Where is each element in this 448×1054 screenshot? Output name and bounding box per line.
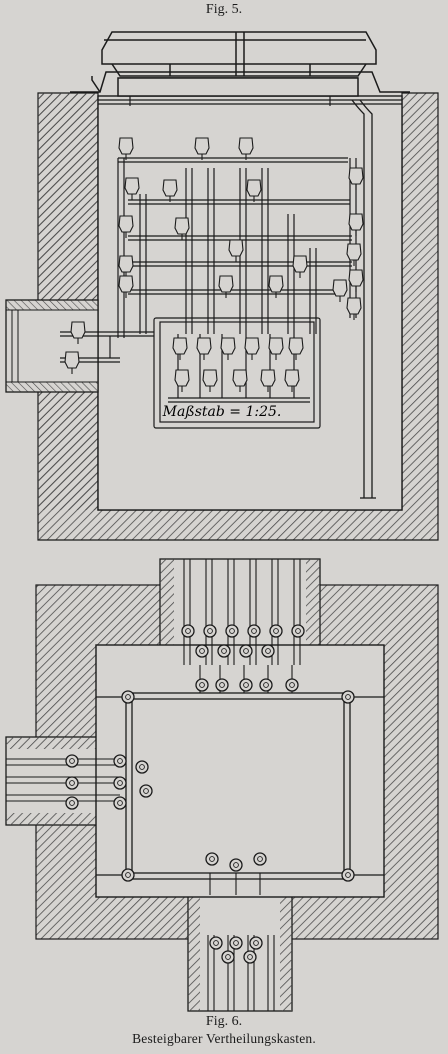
insulator-icon — [118, 215, 134, 238]
insulator-icon — [202, 369, 218, 392]
insulator-plan-group — [65, 624, 355, 964]
cable-duct-bottom — [187, 894, 293, 1012]
insulator-icon — [162, 179, 178, 202]
insulator-group — [64, 137, 364, 392]
insulator-plan-icon — [113, 754, 127, 768]
insulator-plan-icon — [113, 776, 127, 790]
insulator-plan-icon — [341, 868, 355, 882]
distribution-cables — [60, 157, 357, 429]
figure-5-caption: Fig. 5. — [205, 2, 243, 17]
insulator-plan-icon — [259, 678, 273, 692]
insulator-icon — [268, 275, 284, 298]
insulator-icon — [228, 239, 244, 262]
cable-duct-icon — [5, 299, 99, 393]
insulator-plan-icon — [239, 678, 253, 692]
insulator-icon — [260, 369, 276, 392]
insulator-icon — [268, 337, 284, 360]
insulator-plan-icon — [121, 690, 135, 704]
insulator-plan-icon — [195, 644, 209, 658]
insulator-plan-icon — [195, 678, 209, 692]
insulator-plan-icon — [253, 852, 267, 866]
insulator-plan-icon — [221, 950, 235, 964]
insulator-icon — [244, 337, 260, 360]
insulator-plan-icon — [181, 624, 195, 638]
insulator-plan-icon — [243, 950, 257, 964]
insulator-plan-icon — [113, 796, 127, 810]
insulator-plan-icon — [269, 624, 283, 638]
insulator-plan-icon — [65, 754, 79, 768]
insulator-plan-icon — [203, 624, 217, 638]
insulator-plan-icon — [285, 678, 299, 692]
insulator-plan-icon — [139, 784, 153, 798]
insulator-icon — [70, 321, 86, 344]
ring-busbar — [96, 692, 384, 880]
support-beam — [98, 96, 402, 106]
insulator-icon — [238, 137, 254, 160]
insulator-icon — [118, 255, 134, 278]
insulator-icon — [346, 297, 362, 320]
insulator-icon — [346, 243, 362, 266]
vertical-drain-pipe — [351, 99, 376, 499]
insulator-icon — [220, 337, 236, 360]
insulator-icon — [348, 269, 364, 292]
insulator-plan-icon — [341, 690, 355, 704]
insulator-plan-icon — [121, 868, 135, 882]
insulator-icon — [348, 213, 364, 236]
insulator-icon — [332, 279, 348, 302]
manhole-cover-icon — [70, 31, 410, 97]
insulator-icon — [194, 137, 210, 160]
insulator-icon — [174, 217, 190, 240]
insulator-plan-icon — [229, 858, 243, 872]
scale-label: Maßstab = 1:25. — [162, 404, 282, 420]
figure-6-caption: Fig. 6. — [205, 1014, 243, 1029]
insulator-icon — [174, 369, 190, 392]
insulator-plan-icon — [217, 644, 231, 658]
insulator-plan-icon — [65, 796, 79, 810]
insulator-icon — [246, 179, 262, 202]
insulator-plan-icon — [239, 644, 253, 658]
insulator-plan-icon — [135, 760, 149, 774]
cable-duct-left — [5, 736, 99, 826]
insulator-icon — [118, 275, 134, 298]
insulator-plan-icon — [225, 624, 239, 638]
insulator-plan-icon — [261, 644, 275, 658]
insulator-icon — [118, 137, 134, 160]
figure-6-drawing — [5, 558, 439, 1012]
insulator-icon — [64, 351, 80, 374]
insulator-plan-icon — [205, 852, 219, 866]
insulator-icon — [284, 369, 300, 392]
insulator-icon — [124, 177, 140, 200]
insulator-icon — [348, 167, 364, 190]
insulator-icon — [288, 337, 304, 360]
insulator-plan-icon — [229, 936, 243, 950]
insulator-icon — [218, 275, 234, 298]
insulator-icon — [232, 369, 248, 392]
insulator-plan-icon — [247, 624, 261, 638]
insulator-icon — [196, 337, 212, 360]
figure-6-title: Besteigbarer Vertheilungskasten. — [132, 1031, 316, 1046]
insulator-icon — [172, 337, 188, 360]
insulator-plan-icon — [209, 936, 223, 950]
insulator-plan-icon — [215, 678, 229, 692]
insulator-icon — [292, 255, 308, 278]
figure-5-drawing: Maßstab = 1:25. — [5, 31, 439, 541]
insulator-plan-icon — [291, 624, 305, 638]
insulator-plan-icon — [65, 776, 79, 790]
insulator-plan-icon — [249, 936, 263, 950]
